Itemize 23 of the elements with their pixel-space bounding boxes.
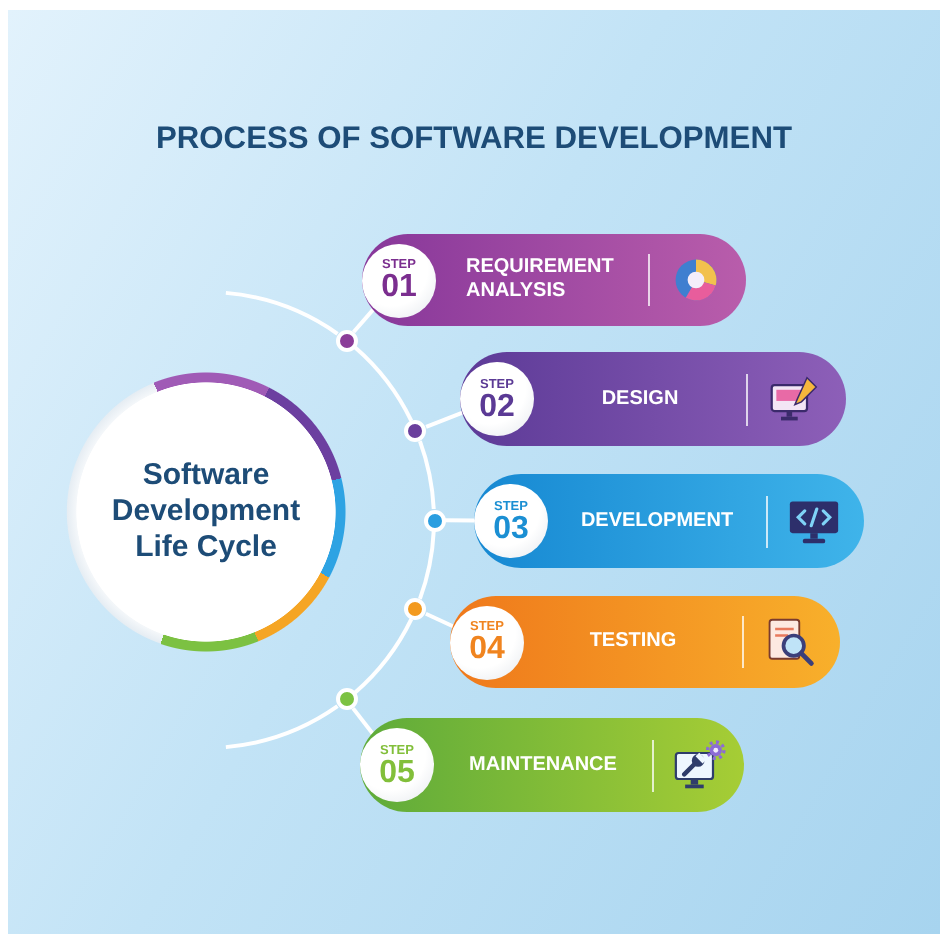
connector-line xyxy=(352,306,377,334)
step-title: MAINTENANCE xyxy=(469,753,617,777)
arc-line xyxy=(225,704,339,750)
arc-line xyxy=(353,618,414,695)
step-banner xyxy=(362,234,746,326)
arc-line xyxy=(225,290,339,336)
arc-line xyxy=(353,345,414,422)
arc-line xyxy=(418,530,436,600)
title: PROCESS OF SOFTWARE DEVELOPMENT xyxy=(156,122,792,158)
arc-line xyxy=(418,440,436,510)
step-banner xyxy=(474,474,864,568)
connector-line xyxy=(425,611,455,629)
step-banner xyxy=(360,718,744,812)
step-title: REQUIREMENT ANALYSIS xyxy=(466,256,614,304)
step-banner xyxy=(460,352,846,446)
step-title: TESTING xyxy=(589,630,677,654)
center-title: Software Development Life Cycle xyxy=(109,458,303,566)
step-banner xyxy=(450,596,840,688)
step-title: DESIGN xyxy=(601,387,679,411)
connector-line xyxy=(351,707,376,737)
connector-line xyxy=(444,518,475,523)
step-title: DEVELOPMENT xyxy=(580,509,734,533)
connector-line xyxy=(425,410,464,429)
